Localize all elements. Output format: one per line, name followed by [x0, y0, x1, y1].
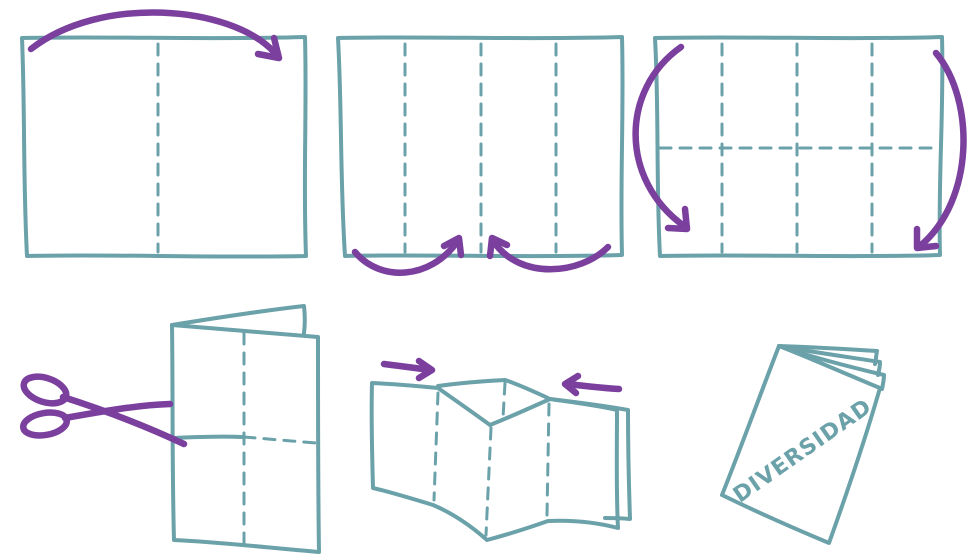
step-6-finished-booklet: DIVERSIDAD — [722, 346, 884, 543]
step-5-paper-back — [438, 380, 630, 519]
step-5-push-together — [372, 361, 630, 540]
step-2-fold-to-center — [338, 37, 623, 273]
step-5-fold-line-2 — [486, 428, 491, 535]
step-5-right-arrow — [568, 384, 619, 389]
step-1-fold-half — [22, 12, 306, 256]
step-1-fold-arrow — [31, 12, 274, 52]
step-3-left-arrow — [636, 47, 684, 226]
step-4-cut-line — [174, 437, 242, 438]
step-5-fold-line-1 — [434, 393, 438, 500]
booklet-cover-title: DIVERSIDAD — [729, 394, 877, 508]
step-3-paper — [655, 37, 942, 256]
scissors-icon — [20, 372, 184, 444]
step-5-fold-line-top — [503, 383, 505, 418]
step-5-fold-line-3 — [547, 404, 549, 515]
step-4-cut — [20, 306, 319, 552]
step-1-paper — [22, 37, 306, 257]
step-5-paper-front — [372, 383, 618, 540]
step-3-fold-horizontal — [636, 37, 964, 256]
step-4-fold-line-horizontal — [244, 437, 316, 443]
